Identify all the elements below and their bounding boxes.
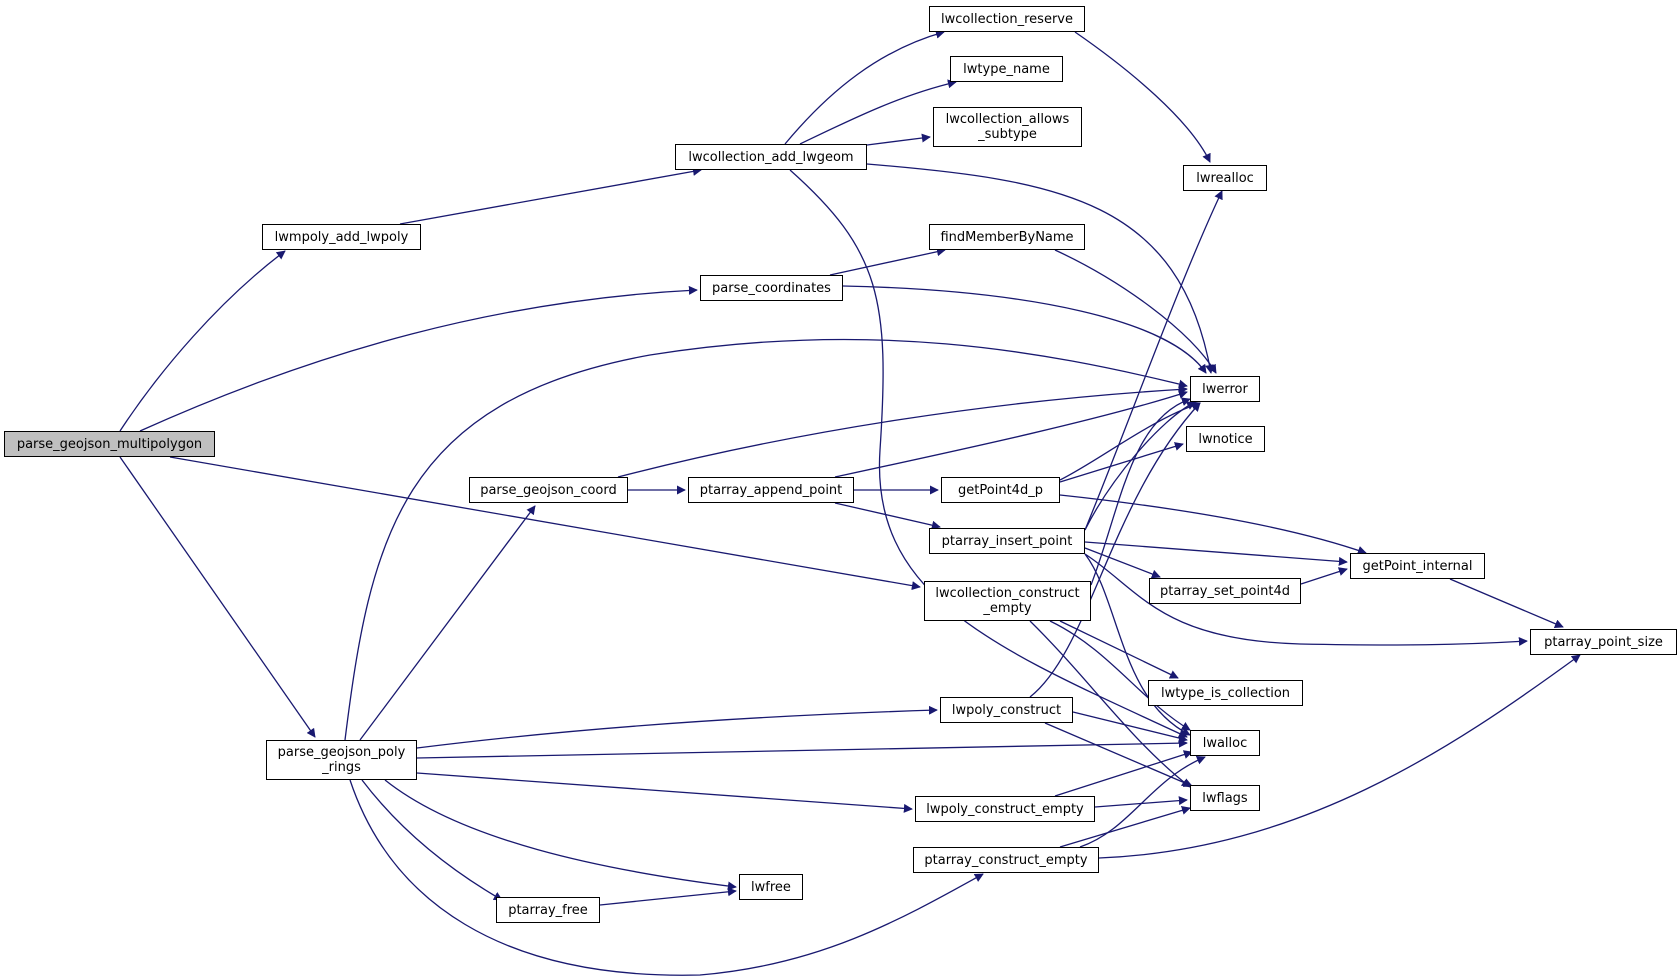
edge-getpoint4d-p-to-getpoint-internal	[1059, 494, 1367, 555]
node-lwcollection-construct-empty[interactable]: lwcollection_construct _empty	[924, 581, 1091, 621]
edge-lwpoly-construct-empty-to-lwalloc	[1054, 750, 1193, 797]
edge-insert-point-to-lwrealloc	[1084, 190, 1223, 531]
node-lwpoly-construct[interactable]: lwpoly_construct	[940, 697, 1073, 723]
node-lwcollection-allows-subtype[interactable]: lwcollection_allows _subtype	[933, 107, 1082, 147]
edge-lwpoly-construct-to-lwalloc	[1072, 711, 1188, 743]
node-lwtype-name[interactable]: lwtype_name	[950, 56, 1063, 82]
node-lwpoly-construct-empty[interactable]: lwpoly_construct_empty	[915, 796, 1095, 822]
edge-append-point-to-ptarray-insert-point	[834, 502, 941, 530]
edge-add-lwgeom-to-lwcollection-allows-subtype	[866, 133, 931, 146]
edge-ptarray-free-to-lwfree	[599, 887, 737, 906]
node-ptarray-append-point[interactable]: ptarray_append_point	[688, 477, 854, 503]
edge-poly-rings-to-lwfree	[384, 779, 737, 891]
edge-parse-coordinates-to-findmemberbyname	[829, 247, 946, 276]
node-getpoint-internal[interactable]: getPoint_internal	[1350, 553, 1485, 579]
node-ptarray-point-size[interactable]: ptarray_point_size	[1530, 629, 1677, 655]
edge-poly-rings-to-lwerror	[344, 338, 1188, 741]
edge-multipolygon-to-parse-coordinates	[139, 285, 698, 432]
edge-poly-rings-to-ptarray-free	[361, 779, 503, 901]
node-lwrealloc[interactable]: lwrealloc	[1183, 165, 1267, 191]
edge-add-lwgeom-to-lwtype-name	[799, 79, 957, 145]
edge-parse-geojson-coord-to-lwerror	[617, 384, 1188, 478]
node-parse-geojson-coord[interactable]: parse_geojson_coord	[469, 477, 628, 503]
node-ptarray-free[interactable]: ptarray_free	[496, 897, 600, 923]
edge-poly-rings-to-lwpoly-construct	[416, 705, 938, 749]
edge-parse-coordinates-to-lwerror	[842, 285, 1207, 374]
edge-add-lwgeom-to-lwerror	[866, 163, 1214, 374]
edge-append-point-to-lwerror	[834, 390, 1188, 478]
edge-add-lwgeom-to-lwalloc	[789, 169, 1188, 738]
edge-set-point4d-to-getpoint-internal	[1300, 567, 1348, 585]
edge-construct-empty-to-lwalloc	[1049, 620, 1191, 731]
edge-insert-point-to-ptarray-set-point4d	[1084, 547, 1161, 579]
edge-lwmpoly-add-lwpoly-to-lwcollection-add-lwgeom	[399, 167, 702, 225]
edge-multipolygon-to-lwcollection-construct-empty	[169, 456, 921, 591]
edge-insert-point-to-ptarray-point-size	[1084, 553, 1528, 646]
node-lwcollection-reserve[interactable]: lwcollection_reserve	[929, 6, 1085, 32]
edge-insert-point-to-getpoint-internal	[1084, 541, 1348, 566]
edge-multipolygon-to-parse-geojson-poly-rings	[119, 456, 316, 738]
edge-construct-empty-to-lwtype-is-collection	[1059, 620, 1179, 679]
node-lwfree[interactable]: lwfree	[739, 874, 803, 900]
node-getpoint4d-p[interactable]: getPoint4d_p	[941, 477, 1060, 503]
edge-getpoint4d-p-to-lwnotice	[1059, 442, 1184, 483]
edge-poly-rings-to-lwpoly-construct-empty	[416, 772, 913, 813]
edge-construct-empty-to-lwflags	[1029, 620, 1191, 788]
edge-ptarray-construct-empty-to-lwalloc	[1079, 755, 1206, 848]
edge-poly-rings-to-parse-geojson-coord	[359, 505, 536, 741]
edge-construct-empty-to-lwerror	[1090, 397, 1191, 586]
edge-multipolygon-to-lwmpoly-add-lwpoly	[119, 250, 286, 432]
edge-findmemberbyname-to-lwerror	[1054, 249, 1217, 374]
edge-poly-rings-to-lwalloc	[416, 738, 1188, 759]
edge-getpoint-internal-to-ptarray-point-size	[1449, 578, 1564, 628]
edge-lwpoly-construct-to-lwerror	[1029, 402, 1201, 698]
node-lwtype-is-collection[interactable]: lwtype_is_collection	[1148, 680, 1303, 706]
node-lwalloc[interactable]: lwalloc	[1190, 730, 1260, 756]
node-ptarray-set-point4d[interactable]: ptarray_set_point4d	[1149, 578, 1301, 604]
node-parse-geojson-multipolygon[interactable]: parse_geojson_multipolygon	[4, 431, 215, 457]
edge-add-lwgeom-to-lwcollection-reserve	[784, 29, 945, 145]
node-lwerror[interactable]: lwerror	[1190, 376, 1260, 402]
node-findmemberbyname[interactable]: findMemberByName	[929, 224, 1085, 250]
node-lwcollection-add-lwgeom[interactable]: lwcollection_add_lwgeom	[675, 144, 867, 170]
node-lwflags[interactable]: lwflags	[1190, 785, 1260, 811]
edge-lwcollection-reserve-to-lwrealloc	[1074, 31, 1211, 163]
node-lwnotice[interactable]: lwnotice	[1186, 426, 1265, 452]
node-lwmpoly-add-lwpoly[interactable]: lwmpoly_add_lwpoly	[262, 224, 421, 250]
node-parse-geojson-poly-rings[interactable]: parse_geojson_poly _rings	[266, 740, 417, 780]
edge-ptarray-construct-empty-to-lwflags	[1059, 806, 1191, 848]
edge-insert-point-to-lwalloc	[1084, 553, 1191, 736]
node-ptarray-construct-empty[interactable]: ptarray_construct_empty	[913, 847, 1099, 873]
edge-poly-rings-to-ptarray-construct-empty	[349, 779, 984, 976]
node-ptarray-insert-point[interactable]: ptarray_insert_point	[929, 528, 1085, 554]
node-parse-coordinates[interactable]: parse_coordinates	[700, 275, 843, 301]
edge-lwpoly-construct-to-lwflags	[1044, 722, 1193, 787]
edge-ptarray-construct-empty-to-ptarray-point-size	[1098, 654, 1581, 859]
